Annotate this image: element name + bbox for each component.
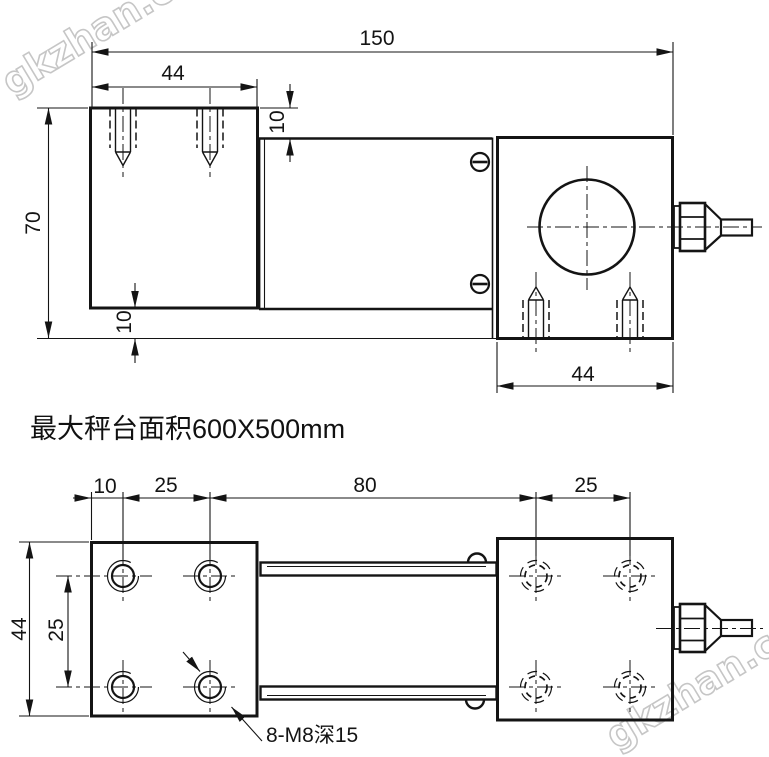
dim-total-length: 150 [359, 27, 394, 50]
locating-pin [466, 552, 488, 563]
tapped-hole [56, 549, 152, 604]
thread-callout-leader [182, 651, 263, 742]
plan-view: 10 25 80 25 44 25 8-M8深15 [8, 474, 763, 747]
side-right-block [496, 136, 674, 340]
dim-top-offset: 10 [266, 110, 289, 133]
threaded-hole [616, 272, 644, 356]
dim-edge-to-hole: 10 [93, 475, 116, 498]
dim-bottom-offset: 10 [113, 310, 136, 333]
threaded-hole [109, 88, 137, 177]
dim-right-hole-pitch: 25 [574, 474, 597, 497]
thread-callout: 8-M8深15 [266, 724, 358, 747]
dim-left-block-width: 44 [161, 62, 185, 85]
dim-center-span: 80 [353, 474, 376, 497]
hidden-tapped-hole [603, 660, 657, 714]
side-view: 150 44 70 10 10 44 [22, 27, 762, 393]
dim-left-hole-pitch: 25 [154, 474, 177, 497]
plan-left-block [90, 541, 259, 718]
cover-screw-icon [469, 151, 491, 173]
dim-hole-row-pitch: 25 [45, 618, 68, 641]
side-left-block [89, 106, 259, 310]
bottom-strip [259, 685, 498, 710]
top-strip [259, 552, 498, 577]
tapped-hole [183, 660, 239, 714]
tapped-hole [56, 660, 152, 714]
plan-right-block [496, 537, 674, 722]
dim-right-block-width: 44 [571, 363, 595, 386]
cover-screw-icon [469, 273, 491, 295]
max-platform-note: 最大秤台面积600X500mm [30, 414, 345, 444]
hidden-tapped-hole [509, 660, 563, 714]
tapped-hole [183, 549, 239, 604]
threaded-hole [522, 272, 550, 356]
dim-block-width: 44 [8, 617, 31, 641]
hidden-tapped-hole [603, 549, 657, 604]
hidden-tapped-hole [509, 549, 563, 604]
dim-overall-height: 70 [22, 211, 45, 234]
locating-pin [464, 699, 486, 710]
threaded-hole [196, 88, 224, 177]
cable-gland [656, 602, 763, 654]
cable-gland [673, 201, 754, 253]
